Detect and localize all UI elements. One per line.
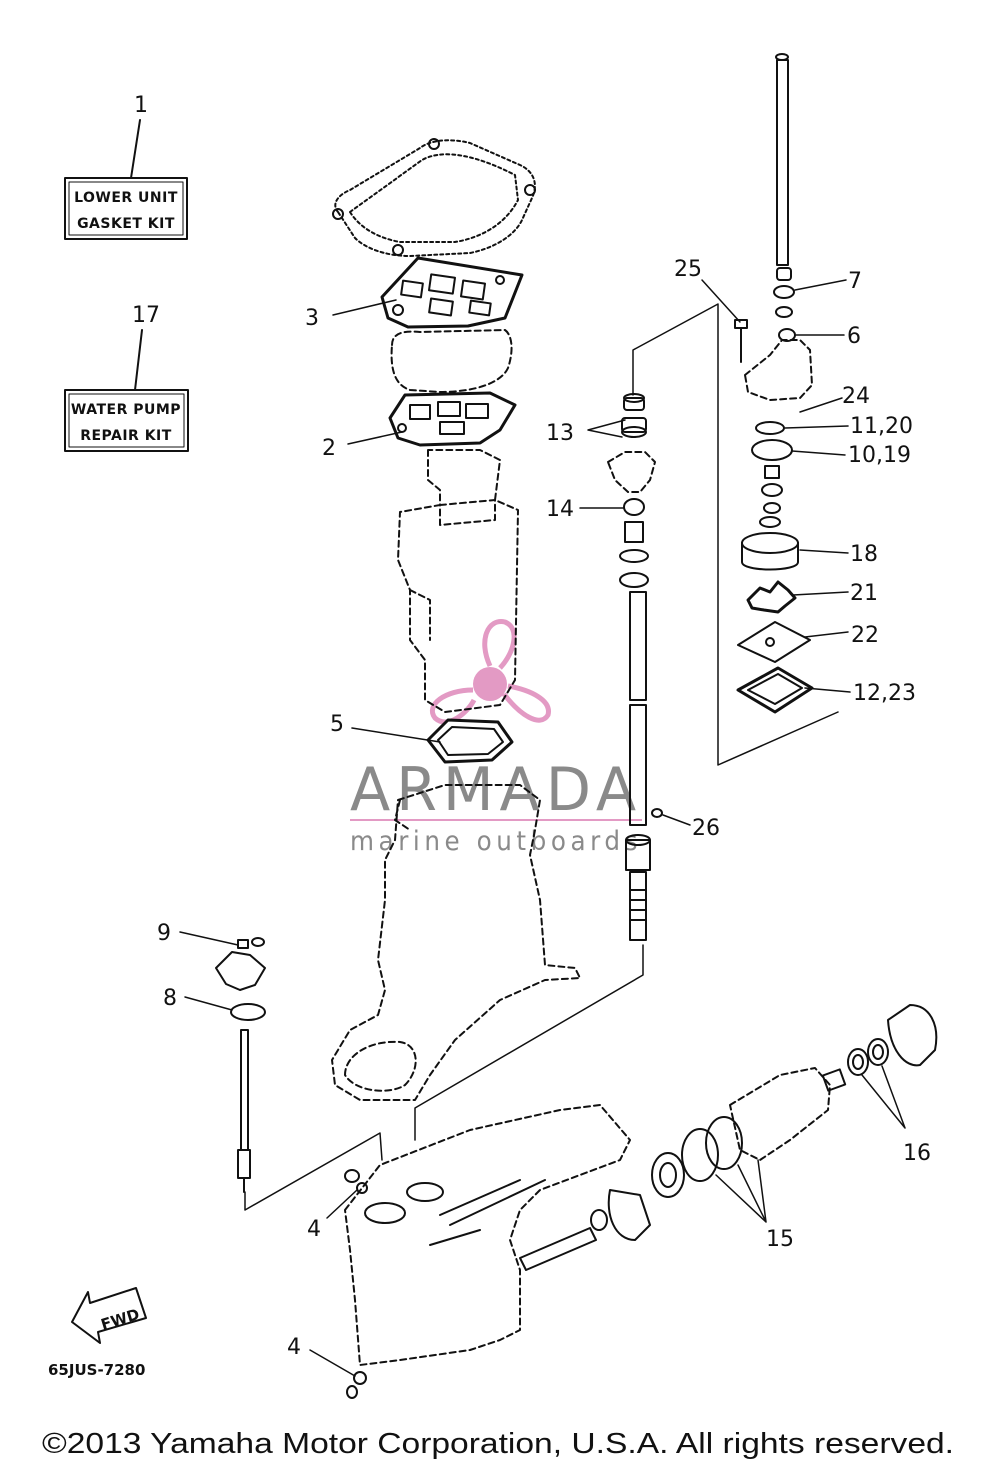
kit-box [64, 389, 189, 452]
callout-24: 24 [842, 384, 870, 409]
copyright-notice: ©2013 Yamaha Motor Corporation, U.S.A. A… [42, 1428, 954, 1460]
kit-label-water-pump-repair: 17 WATER PUMP REPAIR KIT [64, 303, 189, 452]
kit-box [64, 177, 188, 240]
gasket-part-5 [426, 718, 514, 764]
plug-screws [344, 1169, 368, 1399]
upper-cover-plate [332, 138, 536, 257]
upper-casing [397, 449, 519, 713]
callout-9: 9 [157, 921, 171, 946]
drive-shaft-assembly [607, 393, 656, 941]
callout-4-upper: 4 [307, 1217, 321, 1242]
callout-14: 14 [546, 497, 574, 522]
adapter-plate [390, 329, 513, 393]
callout-7: 7 [848, 269, 862, 294]
callout-13: 13 [546, 421, 574, 446]
callout-15: 15 [766, 1227, 794, 1252]
kit-line1: LOWER UNIT [74, 190, 178, 206]
callout-4-lower: 4 [287, 1335, 301, 1360]
callout-5: 5 [330, 712, 344, 737]
watermark-propeller-logo [430, 619, 551, 725]
forward-arrow-icon: FWD [71, 1287, 147, 1344]
propeller-shaft-assembly [519, 1004, 938, 1271]
kit-number: 17 [132, 303, 160, 328]
kit-leader-line [134, 329, 143, 391]
callout-22: 22 [851, 623, 879, 648]
callout-10-19: 10,19 [848, 443, 911, 468]
diagram-code: 65JUS-7280 [48, 1361, 145, 1379]
callout-6: 6 [847, 324, 861, 349]
small-parts-25-26 [651, 808, 663, 818]
gasket-part-3 [380, 256, 524, 329]
leader-lines [179, 279, 906, 1377]
kit-line1: WATER PUMP [71, 402, 181, 418]
kit-leader-line [130, 119, 141, 179]
gear-case [344, 1104, 631, 1366]
watermark-name: ARMADA [350, 755, 642, 825]
callout-18: 18 [850, 542, 878, 567]
lower-casing [331, 784, 581, 1101]
watermark: ARMADA marine outboards [350, 619, 642, 857]
gasket-part-2 [388, 391, 517, 447]
callout-21: 21 [850, 581, 878, 606]
water-pump-assembly [734, 53, 814, 714]
callout-numbers: 3 2 5 25 7 6 24 11,20 10,19 13 14 18 21 … [157, 257, 931, 1360]
callout-12-23: 12,23 [853, 681, 916, 706]
callout-11-20: 11,20 [850, 414, 913, 439]
kit-number: 1 [134, 93, 148, 118]
callout-25: 25 [674, 257, 702, 282]
watermark-tagline: marine outboards [350, 826, 642, 857]
kit-line2: GASKET KIT [77, 216, 175, 232]
callout-8: 8 [163, 986, 177, 1011]
callout-16: 16 [903, 1141, 931, 1166]
shift-rod-assembly [215, 937, 266, 1193]
callout-2: 2 [322, 436, 336, 461]
callout-26: 26 [692, 816, 720, 841]
kit-label-lower-unit-gasket: 1 LOWER UNIT GASKET KIT [64, 93, 188, 240]
kit-line2: REPAIR KIT [80, 428, 172, 444]
callout-3: 3 [305, 306, 319, 331]
assembly-lines [244, 303, 839, 1211]
